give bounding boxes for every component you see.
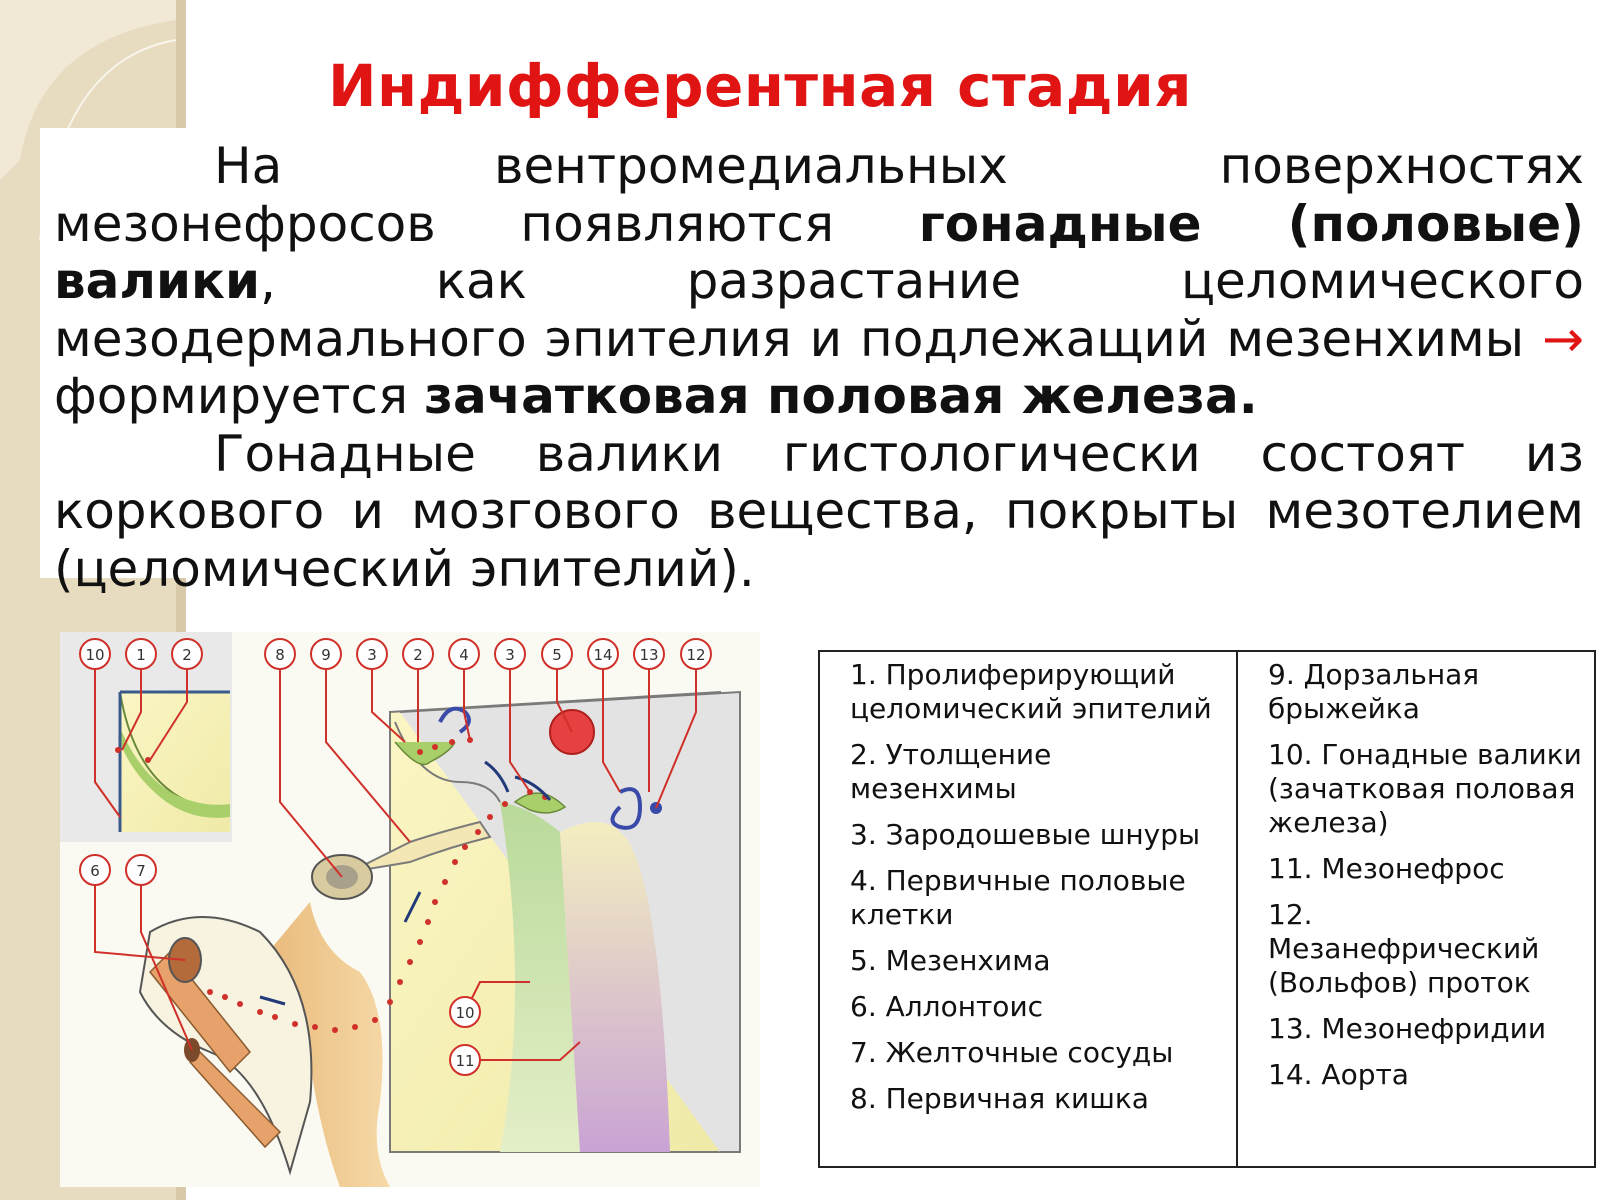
callout-8: 8 (264, 638, 296, 670)
paragraph1-text-2: , как разрастание целомического мезодерм… (54, 252, 1584, 368)
body-text: На вентромедиальных поверхностях мезонеф… (54, 137, 1584, 598)
callout-14: 14 (587, 638, 619, 670)
callout-4: 4 (448, 638, 480, 670)
legend-item: 13. Мезонефридии (1268, 1012, 1547, 1045)
legend-item: 10. Гонадные валики (зачатковая половая … (1268, 738, 1582, 839)
legend-column-right: 9. Дорзальная брыжейка 10. Гонадные вали… (1238, 652, 1594, 1166)
callout-label: 12 (686, 646, 705, 664)
paragraph1-text-1: На вентромедиальных поверхностях мезонеф… (54, 137, 1584, 253)
callout-label: 13 (639, 646, 658, 664)
callout-label: 9 (321, 646, 331, 664)
legend-item: 1. Пролиферирующий целомический эпителий (850, 658, 1212, 725)
callout-11: 11 (449, 1044, 481, 1076)
callouts-bottom: 10 11 (449, 996, 481, 1076)
embryo-gonad-diagram: 10 1 2 8 9 3 2 4 3 5 14 13 12 6 7 10 11 (60, 632, 760, 1187)
legend-column-left: 1. Пролиферирующий целомический эпителий… (820, 652, 1238, 1166)
callout-2b: 2 (402, 638, 434, 670)
callout-label: 6 (90, 862, 100, 880)
embryo-cross-section (389, 690, 741, 1153)
legend-item: 12. Мезанефрический (Вольфов) проток (1268, 898, 1540, 999)
callout-3b: 3 (494, 638, 526, 670)
legend-item: 7. Желточные сосуды (850, 1036, 1174, 1069)
paragraph-histology: Гонадные валики гистологически состоят и… (54, 424, 1584, 598)
term-gonadal-ridges: гонадные (половые) валики (54, 194, 1584, 310)
callout-label: 2 (413, 646, 423, 664)
callout-label: 3 (367, 646, 377, 664)
callout-3: 3 (356, 638, 388, 670)
migration-arrows (259, 760, 552, 1006)
callout-1: 1 (125, 638, 157, 670)
legend-item: 2. Утолщение мезенхимы (850, 738, 1052, 805)
callouts-mid-left: 6 7 (79, 854, 157, 886)
callout-label: 11 (455, 1052, 474, 1070)
callout-label: 5 (552, 646, 562, 664)
arrow-icon: → (1542, 309, 1584, 368)
callout-label: 3 (505, 646, 515, 664)
paragraph-gonadal-ridges: На вентромедиальных поверхностях мезонеф… (54, 137, 1584, 426)
legend-item: 4. Первичные половые клетки (850, 864, 1186, 931)
callout-2: 2 (171, 638, 203, 670)
callout-label: 10 (85, 646, 104, 664)
callout-label: 10 (455, 1004, 474, 1022)
legend-item: 6. Аллонтоис (850, 990, 1044, 1023)
callout-label: 7 (136, 862, 146, 880)
callouts-inset: 10 1 2 (79, 638, 203, 670)
allantois-tube (138, 916, 313, 1176)
slide-title: Индифферентная стадия (327, 52, 1193, 120)
callout-7: 7 (125, 854, 157, 886)
callout-leader-lines (94, 669, 697, 1061)
callout-13: 13 (633, 638, 665, 670)
callout-12: 12 (680, 638, 712, 670)
callout-10: 10 (79, 638, 111, 670)
callout-label: 1 (136, 646, 146, 664)
callout-9: 9 (310, 638, 342, 670)
legend-table: 1. Пролиферирующий целомический эпителий… (818, 650, 1596, 1168)
callout-label: 8 (275, 646, 285, 664)
callout-10b: 10 (449, 996, 481, 1028)
germ-cell-dots (207, 737, 548, 1033)
term-primordial-gonad: зачатковая половая железа. (423, 367, 1258, 425)
legend-item: 14. Аорта (1268, 1058, 1409, 1091)
paragraph1-text-3: формируется (54, 367, 424, 425)
callouts-main: 8 9 3 2 4 3 5 14 13 12 (264, 638, 712, 670)
callout-6: 6 (79, 854, 111, 886)
primitive-gut (260, 820, 492, 1187)
legend-item: 8. Первичная кишка (850, 1082, 1149, 1115)
legend-item: 11. Мезонефрос (1268, 852, 1505, 885)
legend-item: 9. Дорзальная брыжейка (1268, 658, 1480, 725)
callout-label: 14 (593, 646, 612, 664)
callout-label: 4 (459, 646, 469, 664)
legend-item: 5. Мезенхима (850, 944, 1051, 977)
callout-label: 2 (182, 646, 192, 664)
callout-5: 5 (541, 638, 573, 670)
legend-item: 3. Зародошевые шнуры (850, 818, 1201, 851)
